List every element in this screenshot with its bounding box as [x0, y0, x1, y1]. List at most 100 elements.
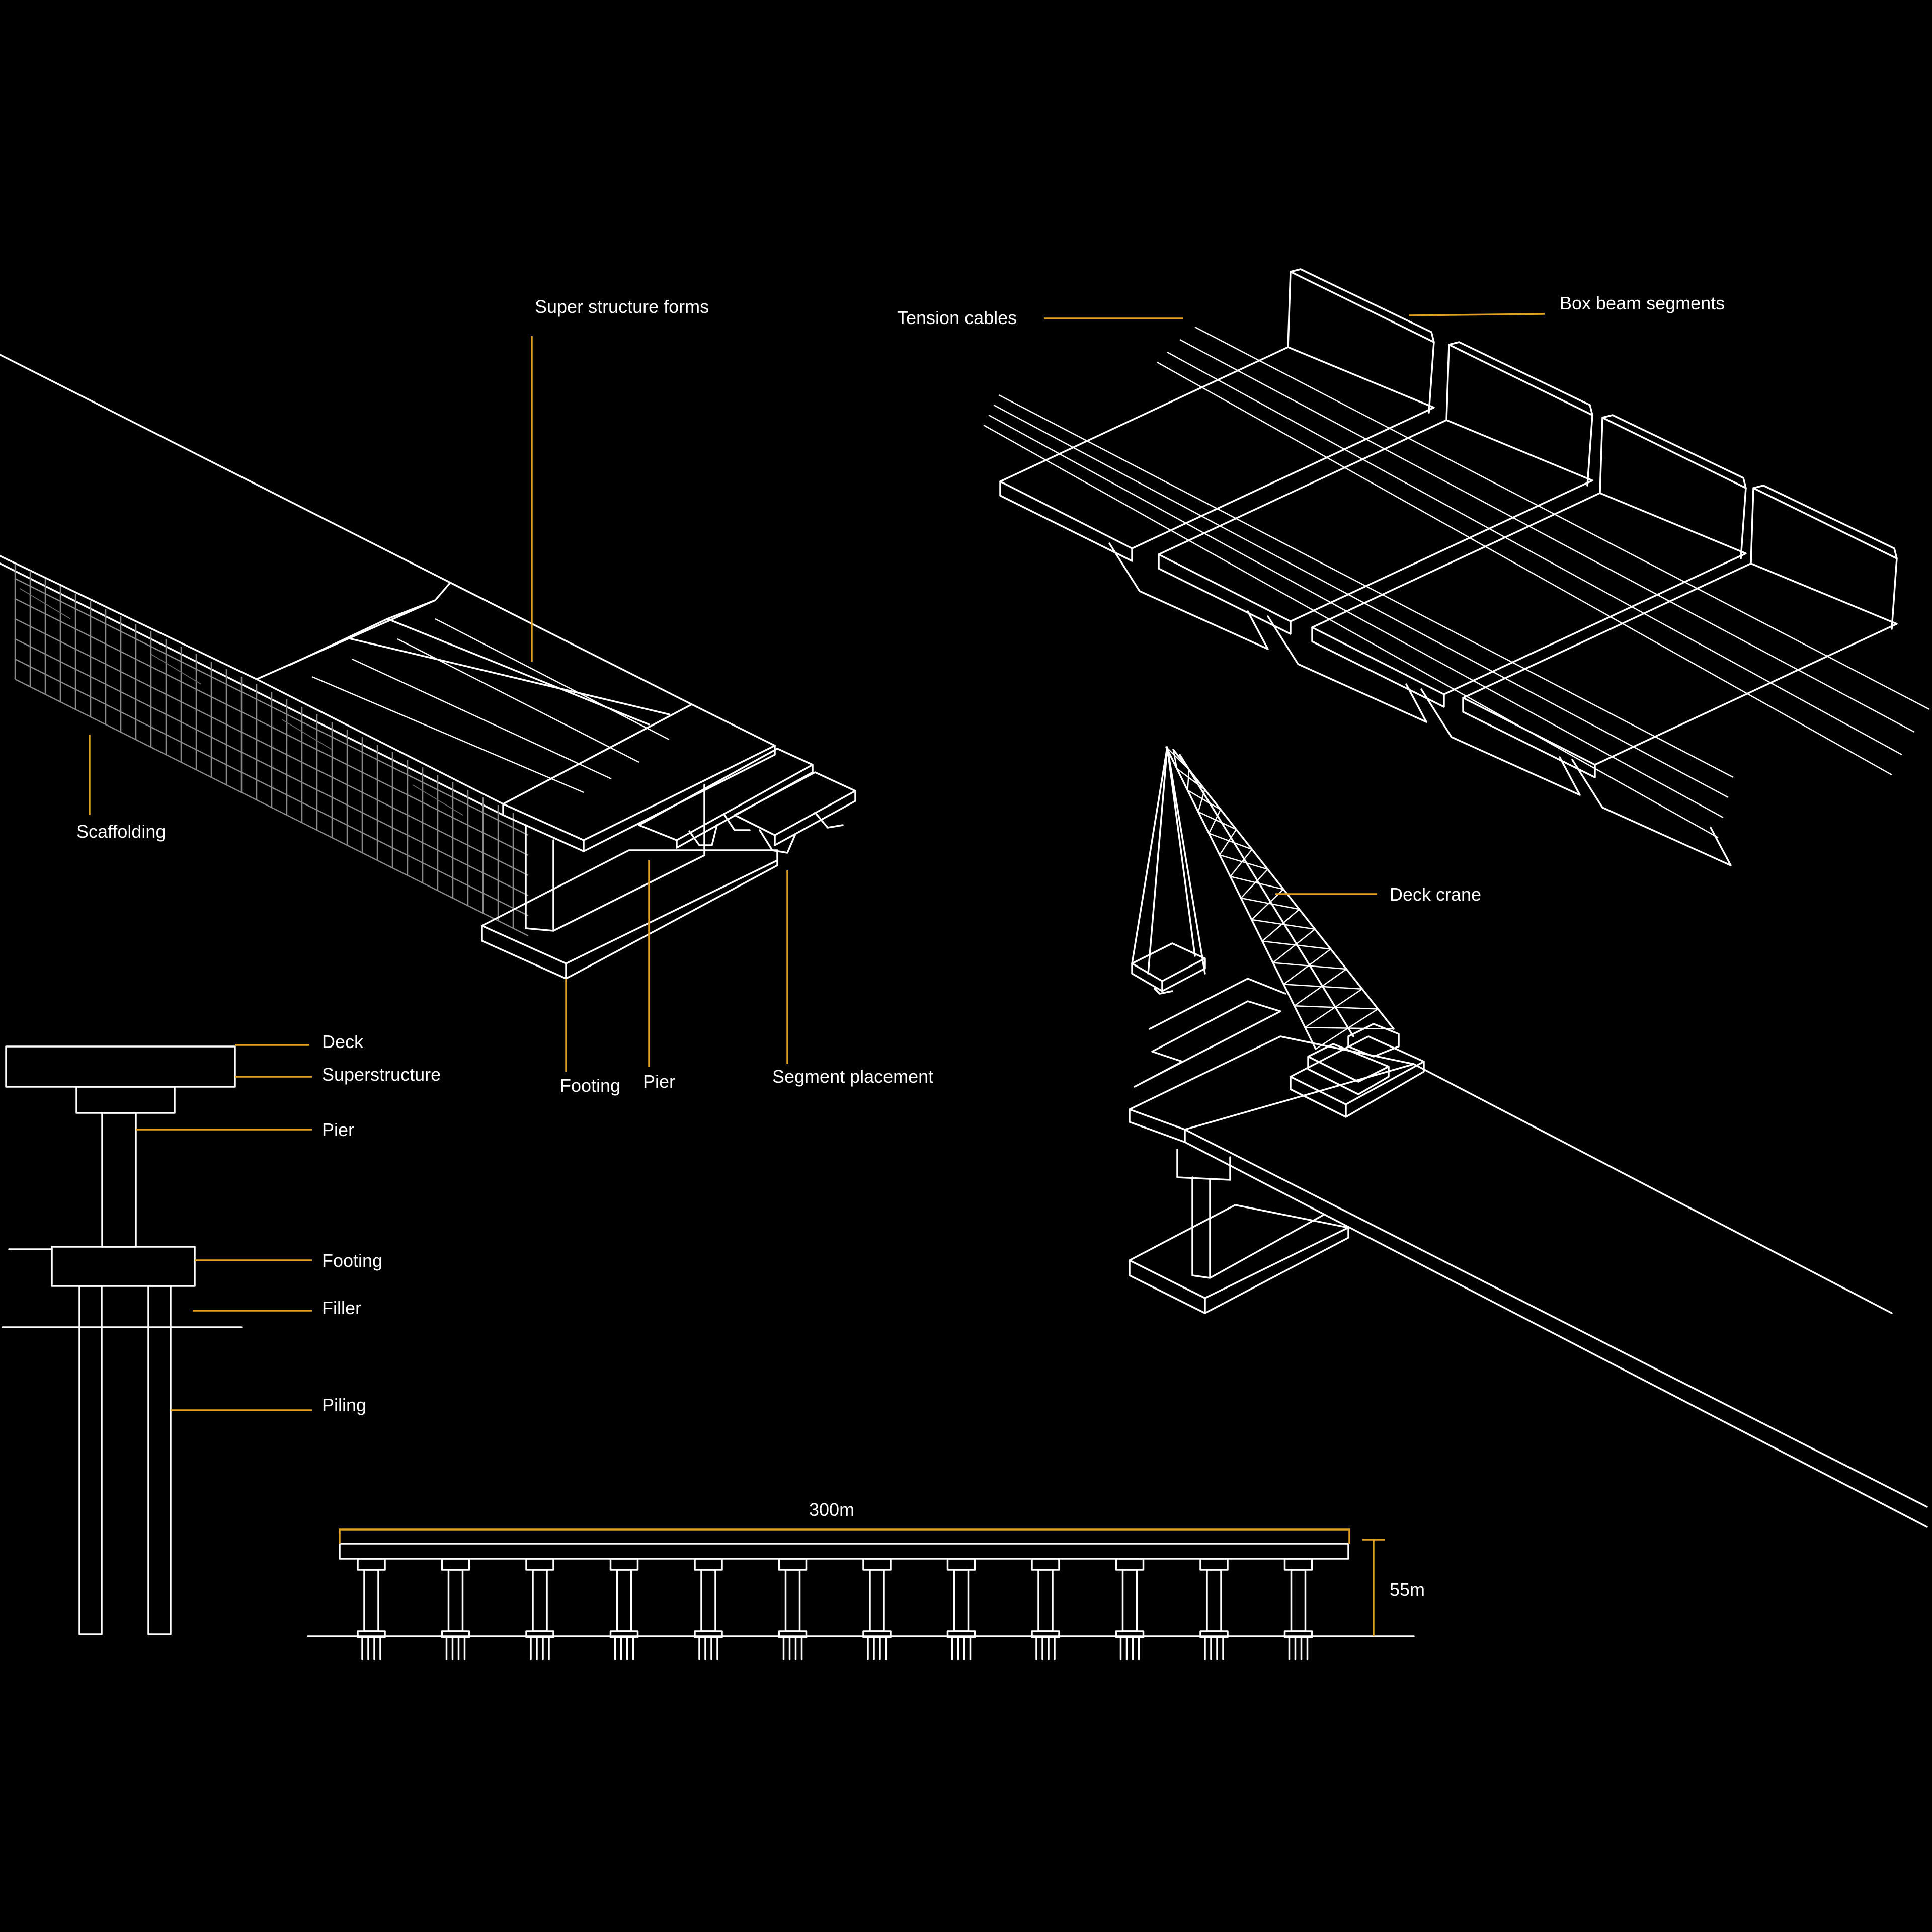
label-height: 55m: [1390, 1579, 1425, 1600]
elevation-pier-cap: [694, 1558, 723, 1571]
tension-cable: [983, 424, 1719, 839]
scaffold-ledger: [15, 618, 529, 876]
placed-segment-1: [638, 748, 814, 849]
crane-boom-lacing: [1272, 928, 1316, 963]
box-segment-soffit: [1108, 542, 1269, 650]
crane-pier: [1176, 1149, 1324, 1279]
deck-near-edge: [0, 555, 258, 680]
crane-boom-lacing: [1219, 854, 1268, 870]
elevation-pier-column: [363, 1569, 379, 1632]
label-box-beam-segments: Box beam segments: [1560, 293, 1725, 313]
iso-pier: [525, 784, 705, 932]
crane-deck-near-edge: [1184, 1129, 1928, 1508]
dim-300m: [339, 1528, 1350, 1544]
elevation-pile-cap: [1115, 1630, 1145, 1638]
crane-footing: [1129, 1204, 1349, 1314]
crane-boom-lacing: [1305, 988, 1363, 1028]
box-segment-deck: [999, 346, 1435, 549]
label-pier-iso: Pier: [643, 1071, 676, 1092]
section-pile-right: [147, 1285, 172, 1635]
elevation-piers: [357, 1558, 1313, 1660]
form-rib-7: [435, 618, 670, 741]
box-segment-web-top: [1601, 414, 1747, 489]
scaffold-ledger: [15, 578, 529, 836]
scaffold-ledger: [15, 598, 529, 856]
scaffold-brace: [281, 719, 333, 750]
crane-cab: [1307, 1043, 1390, 1095]
elevation-pier-column: [1121, 1569, 1138, 1632]
form-rib-6: [397, 638, 639, 763]
iso-scaffold-view: [0, 354, 856, 980]
elevation-pier-cap: [1199, 1558, 1229, 1571]
elevation-pier-cap: [441, 1558, 470, 1571]
label-footing-iso: Footing: [560, 1075, 621, 1096]
elevation-pile-cap: [1283, 1630, 1313, 1638]
form-rib-4: [311, 676, 584, 793]
box-segment-deck-edge: [1311, 626, 1445, 708]
crane-base: [1290, 1035, 1425, 1118]
elevation-pile-cap: [609, 1630, 639, 1638]
iso-crane-view: [1129, 746, 1928, 1528]
box-segment-web: [1287, 271, 1435, 414]
elevation-pier-cap: [357, 1558, 386, 1571]
iso-box-beam-view: [983, 268, 1930, 866]
form-rib-3: [386, 599, 436, 620]
scaffold-ledger: [15, 658, 529, 917]
box-beam-segment-group: [999, 268, 1898, 866]
form-rib-1: [288, 637, 670, 715]
scaffold-brace: [20, 588, 71, 619]
scaffold-brace: [412, 784, 463, 816]
crane-boom-lacing: [1305, 1026, 1394, 1030]
crane-boom-lacing: [1294, 1005, 1378, 1010]
elevation-pile-cap: [525, 1630, 554, 1638]
box-segment-web-top: [1290, 268, 1435, 343]
crane-deck-end: [1129, 1035, 1415, 1143]
tension-cable: [988, 414, 1724, 819]
box-segment-web-top: [1752, 485, 1898, 559]
label-pier: Pier: [322, 1119, 355, 1140]
crane-boom-chord: [1179, 754, 1354, 1037]
elevation-pier-cap: [609, 1558, 639, 1571]
deck-far-edge: [0, 354, 451, 584]
crane-deck-segment-step-2: [1149, 978, 1286, 1030]
tension-cable: [993, 404, 1729, 798]
crane-boom-lacing: [1283, 948, 1331, 985]
elevation-pier-cap: [1031, 1558, 1060, 1571]
tension-cable: [1194, 326, 1930, 710]
label-segment-placement: Segment placement: [772, 1066, 934, 1087]
leader-box-beam-segments: [1408, 313, 1545, 316]
box-segment-web: [1750, 487, 1898, 630]
crane-boom-lacing: [1251, 919, 1315, 930]
section-superstructure: [75, 1086, 176, 1114]
tension-cable-lines: [983, 326, 1930, 839]
crane-boom-lacing: [1176, 768, 1205, 790]
box-segment-deck: [1462, 562, 1898, 766]
scaffolding-grid: [14, 564, 529, 937]
crane-boom-lacing: [1197, 789, 1205, 812]
crane-boom-lacing: [1166, 747, 1190, 770]
tension-cable: [1179, 339, 1915, 733]
box-segment-deck-edge: [1462, 697, 1596, 778]
elevation-view: [307, 1528, 1415, 1660]
section-pile-left: [78, 1285, 103, 1635]
box-segment-soffit: [1420, 688, 1581, 796]
placed-segment-1-web: [688, 814, 751, 846]
section-pier: [101, 1112, 137, 1248]
dim-55m: [1362, 1539, 1385, 1636]
crane-boom-lacing: [1262, 909, 1300, 942]
label-deck: Deck: [322, 1031, 364, 1052]
elevation-pier-cap: [946, 1558, 976, 1571]
end-deck-slab-edge: [502, 745, 776, 852]
box-segment-web-top: [1448, 341, 1593, 416]
elevation-pier-cap: [525, 1558, 554, 1571]
crane-boom-lacing: [1209, 833, 1252, 850]
label-span-length: 300m: [809, 1499, 855, 1520]
crane-boom-lacing: [1294, 969, 1347, 1007]
placed-segment-2-web: [759, 812, 844, 854]
crane-boom-lacing: [1241, 897, 1300, 910]
elevation-pier-cap: [1115, 1558, 1145, 1571]
box-segment-soffit: [1571, 759, 1732, 866]
elevation-pier-column: [953, 1569, 970, 1632]
